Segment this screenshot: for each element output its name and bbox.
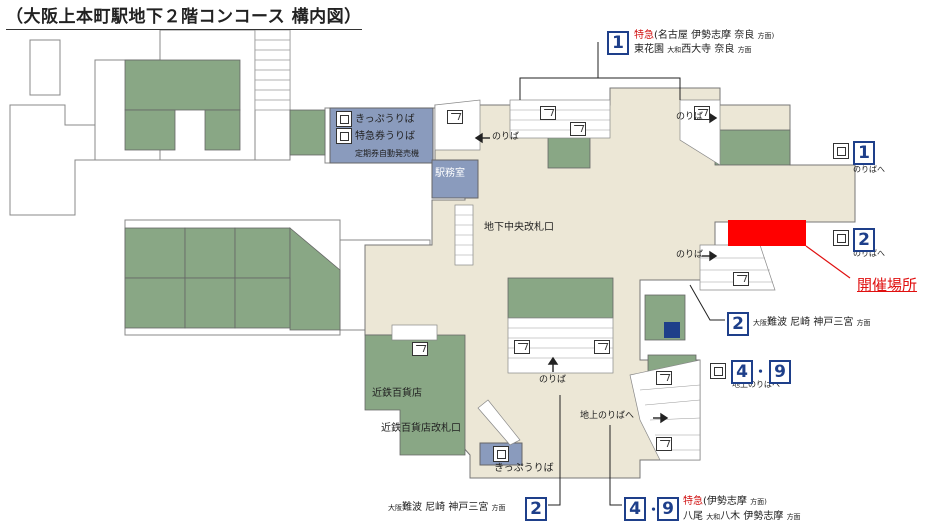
platform-2-suffix: 方面 — [491, 504, 506, 512]
central-gate-label: 地下中央改札口 — [484, 222, 554, 233]
green-blocks-left — [124, 59, 341, 331]
station-office — [431, 159, 479, 199]
platform-1-line2-suffix: 方面 — [737, 46, 752, 54]
noriba-he-label: のりばへ — [853, 249, 885, 258]
ticket-machine-icon — [493, 446, 509, 462]
platform-1-destinations-2: 東花園 大和西大寺 奈良 方面 — [634, 44, 752, 55]
escalator-icon — [594, 340, 610, 354]
noriba-label: のりば — [676, 250, 704, 260]
ticket-machine-icon — [336, 111, 352, 127]
platform-2-suffix: 方面 — [856, 319, 871, 327]
escalator-icon — [514, 340, 530, 354]
platform-1-destinations: 特急(名古屋 伊勢志摩 奈良 方面) — [634, 30, 774, 41]
platform-2-text: 難波 尼崎 神戸三宮 — [402, 502, 489, 513]
platform-2-text: 難波 尼崎 神戸三宮 — [767, 317, 854, 328]
venue-label: 開催場所 — [857, 276, 918, 294]
noriba-label: のりば — [539, 375, 567, 385]
elevator-icon — [833, 143, 849, 159]
kintetsu-store-gate-label: 近鉄百貨店改札口 — [381, 423, 461, 434]
noriba-he-label: のりばへ — [853, 165, 885, 174]
platform-4-9-line2b: 大和 — [706, 513, 721, 521]
tokkyu-label: 特急 — [683, 496, 703, 507]
restroom-icon — [664, 322, 680, 338]
escalator-icon — [447, 110, 463, 124]
platform-1-line2c: 西大寺 奈良 — [681, 44, 735, 55]
escalator-icon — [540, 106, 556, 120]
green-blocks-concourse — [364, 129, 791, 456]
platform-4-9-line2a: 八尾 — [683, 511, 703, 522]
commuter-machine-label: 定期券自動発売機 — [355, 149, 419, 158]
platform-2-pre: 大阪 — [753, 319, 767, 327]
platform-2-pre: 大阪 — [388, 504, 402, 512]
platform-2-badge-right: 2 — [853, 228, 875, 252]
platform-1-line2b: 大和 — [667, 46, 682, 54]
venue-highlight — [728, 220, 806, 246]
express-ticket-label: 特急券うりば — [355, 131, 415, 142]
platform-2-badge-mid: 2 — [727, 312, 749, 336]
ground-noriba-label: 地上のりばへ — [732, 380, 780, 389]
escalator-icon — [656, 437, 672, 451]
platform-1-line1: (名古屋 伊勢志摩 奈良 — [654, 30, 755, 41]
platform-9-badge-right: 9 — [769, 360, 791, 384]
page-title: （大阪上本町駅地下２階コンコース 構内図） — [6, 2, 362, 30]
platform-4-9-line1: (伊勢志摩 — [703, 496, 747, 507]
platform-1-line1-suffix: 方面) — [757, 32, 775, 40]
platform-4-9-destinations: 特急(伊勢志摩 方面) — [683, 496, 767, 507]
platform-2-badge-bottom: 2 — [525, 497, 547, 521]
escalator-icon — [570, 122, 586, 136]
platform-1-line2a: 東花園 — [634, 44, 664, 55]
escalator-icon — [656, 371, 672, 385]
platform-4-9-line2-suffix: 方面 — [786, 513, 801, 521]
ticket-counter-bottom-label: きっぷうりば — [494, 463, 554, 474]
escalator-icon — [412, 342, 428, 356]
platform-2-destinations-mid: 大阪難波 尼崎 神戸三宮 方面 — [753, 317, 871, 328]
ticket-machine-icon — [336, 128, 352, 144]
noriba-label: のりば — [676, 112, 704, 122]
platform-1-badge-right: 1 — [853, 141, 875, 165]
ground-noriba-label: 地上のりばへ — [580, 411, 635, 421]
platform-4-9-destinations-2: 八尾 大和八木 伊勢志摩 方面 — [683, 511, 801, 522]
platform-4-badge-bottom: 4 — [624, 497, 646, 521]
elevator-icon — [833, 230, 849, 246]
tokkyu-label: 特急 — [634, 30, 654, 41]
noriba-label: のりば — [492, 132, 520, 142]
platform-1-badge: 1 — [607, 31, 629, 55]
elevator-icon — [710, 363, 726, 379]
platform-9-badge-bottom: 9 — [657, 497, 679, 521]
kintetsu-store-label: 近鉄百貨店 — [372, 388, 422, 399]
station-office-label: 駅務室 — [435, 168, 465, 179]
venue-callout-line — [805, 245, 851, 279]
platform-2-destinations-bottom: 大阪難波 尼崎 神戸三宮 方面 — [388, 502, 506, 513]
stairs-top-left — [254, 29, 291, 111]
ticket-counter-label: きっぷうりば — [355, 114, 415, 125]
platform-4-9-line2c: 八木 伊勢志摩 — [720, 511, 784, 522]
platform-4-badge-right: 4 — [731, 360, 753, 384]
platform-4-9-line1-suffix: 方面) — [750, 498, 767, 506]
escalator-icon — [694, 106, 710, 120]
leader-lines — [519, 42, 725, 506]
escalator-icon — [733, 272, 749, 286]
